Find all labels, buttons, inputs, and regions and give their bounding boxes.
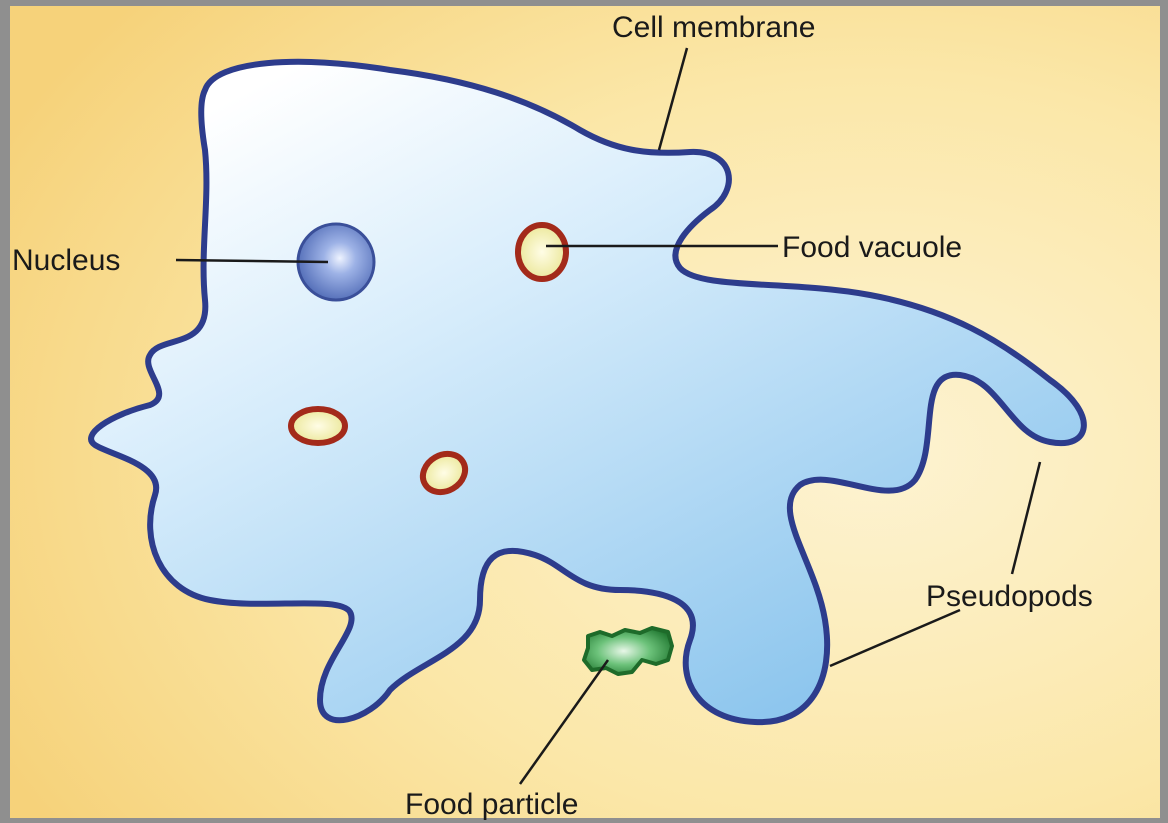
label-food-particle: Food particle	[405, 788, 578, 821]
label-cell-membrane: Cell membrane	[612, 11, 815, 44]
label-food-vacuole: Food vacuole	[782, 231, 962, 264]
label-nucleus: Nucleus	[12, 244, 120, 277]
food-vacuole	[291, 409, 345, 443]
food-vacuole	[518, 225, 566, 279]
label-pseudopods: Pseudopods	[926, 580, 1093, 613]
